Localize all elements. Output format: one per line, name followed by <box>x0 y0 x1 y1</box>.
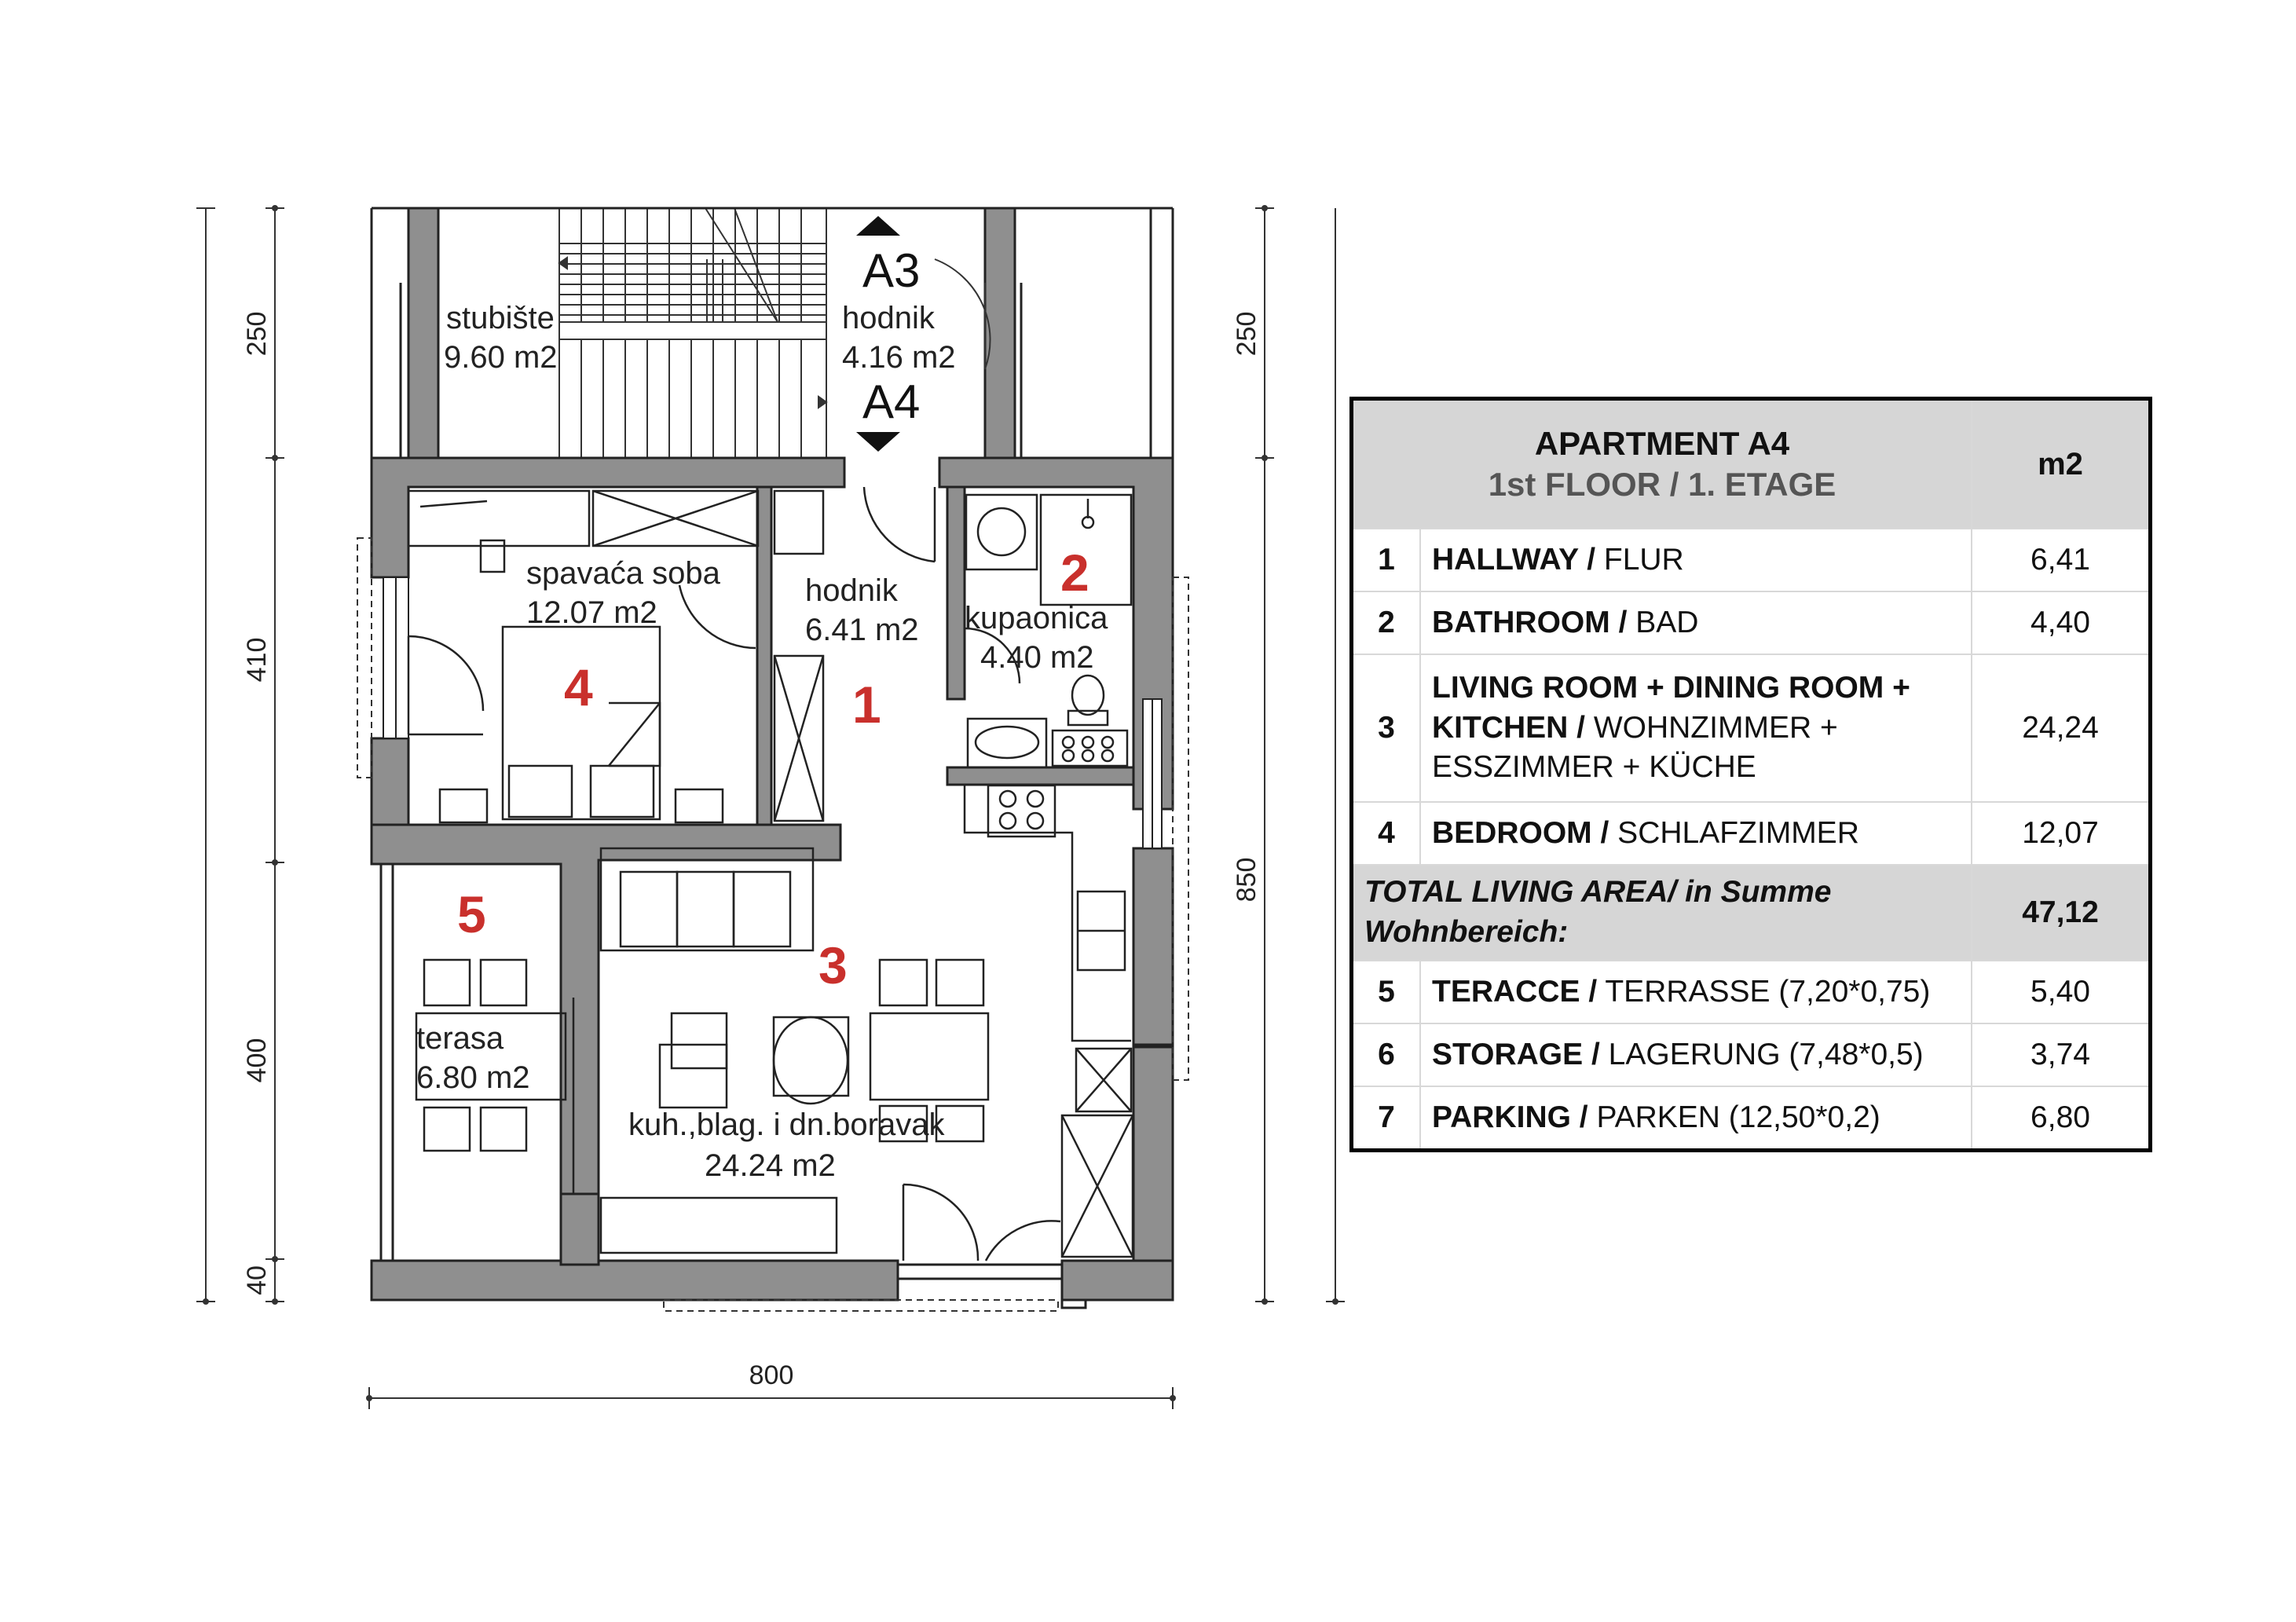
furniture <box>407 486 1134 1261</box>
legend-row-bold: TERACCE / <box>1432 975 1598 1009</box>
marker-5: 5 <box>457 885 486 943</box>
legend-row-value: 12,07 <box>1971 801 2151 866</box>
area-legend-table: APARTMENT A4 1st FLOOR / 1. ETAGE m2 1 H… <box>1349 397 2152 1152</box>
legend-row: 4 BEDROOM / SCHLAFZIMMER 12,07 <box>1350 801 2151 866</box>
legend-row: 3 LIVING ROOM + DINING ROOM + KITCHEN / … <box>1350 654 2151 803</box>
dim-right-850: 850 <box>1232 858 1262 903</box>
legend-row-rest: BAD <box>1627 606 1699 639</box>
legend-row-label: STORAGE / LAGERUNG (7,48*0,5) <box>1419 1023 1972 1087</box>
stairs-name: stubište <box>446 301 555 335</box>
dim-left-410: 410 <box>242 638 272 683</box>
marker-4: 4 <box>564 658 593 716</box>
dim-left-250: 250 <box>242 312 272 357</box>
stairs-area: 9.60 m2 <box>444 340 558 375</box>
legend-row-value: 6,41 <box>1971 528 2151 592</box>
living-area: 24.24 m2 <box>705 1148 836 1183</box>
legend-row-bold: LIVING ROOM + DINING ROOM + KITCHEN / <box>1432 670 1910 745</box>
arrow-down-icon <box>856 432 900 452</box>
legend-title: APARTMENT A4 <box>1534 425 1790 462</box>
bathroom-name: kupaonica <box>965 601 1108 635</box>
marker-2: 2 <box>1060 544 1089 602</box>
legend-row-num: 2 <box>1350 591 1421 655</box>
legend-row-rest: SCHLAFZIMMER <box>1609 816 1859 850</box>
legend-row-bold: BEDROOM / <box>1432 816 1609 850</box>
legend-row-num: 7 <box>1350 1086 1421 1152</box>
legend-subtitle: 1st FLOOR / 1. ETAGE <box>1488 466 1836 503</box>
legend-row: 1 HALLWAY / FLUR 6,41 <box>1350 528 2151 592</box>
legend-total-value: 47,12 <box>1971 864 2151 961</box>
arrow-up-icon <box>856 216 900 236</box>
legend-row-value: 4,40 <box>1971 591 2151 655</box>
marker-3: 3 <box>818 936 848 994</box>
legend-header-row: APARTMENT A4 1st FLOOR / 1. ETAGE m2 <box>1350 397 2151 529</box>
legend-row-bold: HALLWAY / <box>1432 543 1596 577</box>
legend-row-label: TERACCE / TERRASSE (7,20*0,75) <box>1419 960 1972 1024</box>
legend-row-label: PARKING / PARKEN (12,50*0,2) <box>1419 1086 1972 1152</box>
legend-unit-header: m2 <box>1971 397 2151 529</box>
bedroom-name: spavaća soba <box>526 556 721 591</box>
staircase <box>558 207 828 460</box>
legend-row-rest: PARKEN (12,50*0,2) <box>1587 1100 1880 1134</box>
legend-row-rest: FLUR <box>1595 543 1684 577</box>
legend-title-cell: APARTMENT A4 1st FLOOR / 1. ETAGE <box>1350 397 1972 529</box>
legend-row-num: 6 <box>1350 1023 1421 1087</box>
marker-1: 1 <box>852 676 881 734</box>
legend-row-rest: LAGERUNG (7,48*0,5) <box>1599 1038 1924 1071</box>
legend-row-num: 4 <box>1350 801 1421 866</box>
corridor-top-area: 4.16 m2 <box>842 340 956 375</box>
legend-row: 2 BATHROOM / BAD 4,40 <box>1350 591 2151 655</box>
legend-row-bold: BATHROOM / <box>1432 606 1628 639</box>
legend-row-num: 1 <box>1350 528 1421 592</box>
legend-row-bold: PARKING / <box>1432 1100 1588 1134</box>
legend-row-label: BEDROOM / SCHLAFZIMMER <box>1419 801 1972 866</box>
legend-row-value: 5,40 <box>1971 960 2151 1024</box>
unit-label-a3: A3 <box>862 244 920 297</box>
living-name: kuh.,blag. i dn.boravak <box>628 1108 945 1142</box>
terrace-area: 6.80 m2 <box>416 1060 530 1095</box>
legend-row-label: HALLWAY / FLUR <box>1419 528 1972 592</box>
legend-row-rest: WOHNZIMMER + ESSZIMMER + KÜCHE <box>1432 710 1838 785</box>
legend-row-value: 6,80 <box>1971 1086 2151 1152</box>
legend-row-num: 3 <box>1350 654 1421 803</box>
legend-row: 6 STORAGE / LAGERUNG (7,48*0,5) 3,74 <box>1350 1023 2151 1087</box>
dim-bottom-800: 800 <box>749 1360 794 1390</box>
legend-row-rest: TERRASSE (7,20*0,75) <box>1597 975 1931 1009</box>
apartment-walls <box>370 456 1174 1302</box>
room-markers: 1 2 3 4 5 <box>457 544 1089 994</box>
legend-row-label: BATHROOM / BAD <box>1419 591 1972 655</box>
dim-left-400: 400 <box>242 1038 272 1083</box>
bathroom-area: 4.40 m2 <box>980 640 1094 675</box>
unit-label-a4: A4 <box>862 375 920 428</box>
terrace-name: terasa <box>416 1021 504 1056</box>
hallway-area: 6.41 m2 <box>805 613 919 647</box>
legend-row-bold: STORAGE / <box>1432 1038 1600 1071</box>
legend-row: 7 PARKING / PARKEN (12,50*0,2) 6,80 <box>1350 1086 2151 1152</box>
corridor-top-name: hodnik <box>842 301 936 335</box>
legend-row-label: LIVING ROOM + DINING ROOM + KITCHEN / WO… <box>1419 654 1972 803</box>
legend-row-value: 3,74 <box>1971 1023 2151 1087</box>
hallway-name: hodnik <box>805 573 899 608</box>
legend-total-row: TOTAL LIVING AREA/ in Summe Wohnbereich:… <box>1350 864 2151 961</box>
legend-total-label: TOTAL LIVING AREA/ in Summe Wohnbereich: <box>1350 864 1972 961</box>
legend-row-value: 24,24 <box>1971 654 2151 803</box>
legend-row-num: 5 <box>1350 960 1421 1024</box>
room-labels: stubište 9.60 m2 hodnik 4.16 m2 spavaća … <box>416 301 1108 1183</box>
bedroom-area: 12.07 m2 <box>526 595 657 630</box>
dim-right-250: 250 <box>1232 312 1262 357</box>
legend-row: 5 TERACCE / TERRASSE (7,20*0,75) 5,40 <box>1350 960 2151 1024</box>
dim-left-40: 40 <box>242 1265 272 1295</box>
